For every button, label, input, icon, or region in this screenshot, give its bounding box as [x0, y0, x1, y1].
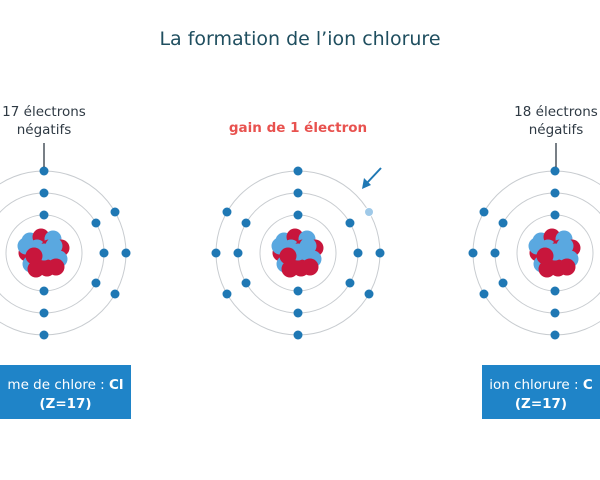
- middle-atom-electron-2-3: [233, 248, 243, 258]
- left-atom-electron-1-1: [39, 286, 49, 296]
- middle-atom-nucleon-17: [299, 237, 317, 255]
- middle-atom-electron-2-0: [293, 188, 303, 198]
- middle-atom-electron-3-5: [222, 207, 232, 217]
- left-electron-count-line1: 17 électrons: [2, 104, 86, 120]
- middle-atom-electron-3-0: [293, 166, 303, 176]
- right-atom-electron-3-3: [468, 248, 478, 258]
- right-atom-electron-2-0: [550, 188, 560, 198]
- right-atom-nucleon-16: [536, 247, 554, 265]
- left-atom-electron-2-0: [39, 188, 49, 198]
- middle-atom-electron-3-7: [222, 289, 232, 299]
- right-atom-nucleon-12: [538, 260, 556, 278]
- right-atom-electron-3-0: [550, 166, 560, 176]
- middle-atom-added-electron: [364, 207, 375, 217]
- right-caption-symbol: C: [582, 377, 593, 393]
- left-caption-symbol: Cl: [109, 377, 124, 393]
- left-atom-electron-3-4: [110, 207, 120, 217]
- right-atom-electron-2-1: [550, 308, 560, 318]
- right-caption-line1: ion chlorure : C: [482, 376, 600, 395]
- right-atom-electron-2-7: [498, 278, 508, 288]
- right-caption-z: (Z=17): [514, 396, 568, 412]
- middle-atom-nucleon-13: [301, 258, 319, 276]
- left-atom-electron-3-1: [39, 330, 49, 340]
- left-caption-line2: (Z=17): [0, 395, 131, 414]
- left-caption-line1: me de chlore : Cl: [0, 376, 131, 395]
- left-atom-electron-1-0: [39, 210, 49, 220]
- left-electron-count-line2: négatifs: [16, 122, 72, 138]
- right-atom-electron-3-5: [479, 207, 489, 217]
- middle-atom-nucleon-12: [281, 260, 299, 278]
- middle-atom-electron-2-4: [345, 218, 355, 228]
- middle-atom-electron-1-0: [293, 210, 303, 220]
- gain-arrow-head: [362, 178, 371, 189]
- right-atom-electron-2-5: [498, 218, 508, 228]
- gain-label: gain de 1 électron: [228, 120, 368, 136]
- middle-atom-electron-2-7: [241, 278, 251, 288]
- middle-atom-electron-2-2: [353, 248, 363, 258]
- left-atom-nucleon-17: [45, 237, 63, 255]
- right-atom-electron-3-7: [479, 289, 489, 299]
- left-atom-electron-2-2: [99, 248, 109, 258]
- left-atom-electron-3-0: [39, 166, 49, 176]
- left-atom-electron-3-2: [121, 248, 131, 258]
- middle-atom-electron-3-1: [293, 330, 303, 340]
- right-electron-count-line2: négatifs: [528, 122, 584, 138]
- right-electron-count-label: 18 électrons négatifs: [486, 103, 600, 139]
- left-atom-electron-2-4: [91, 218, 101, 228]
- left-atom-nucleon-16: [25, 247, 43, 265]
- middle-atom-electron-2-5: [241, 218, 251, 228]
- left-atom-electron-2-1: [39, 308, 49, 318]
- gain-arrow-shaft: [365, 167, 382, 185]
- left-atom-nucleon-13: [47, 258, 65, 276]
- right-caption-box: ion chlorure : C (Z=17): [482, 365, 600, 419]
- right-electron-count-line1: 18 électrons: [514, 104, 598, 120]
- right-atom-nucleon-13: [558, 258, 576, 276]
- right-caption-line2: (Z=17): [482, 395, 600, 414]
- left-electron-count-label: 17 électrons négatifs: [0, 103, 114, 139]
- left-atom-nucleon-12: [27, 260, 45, 278]
- right-atom-electron-1-1: [550, 286, 560, 296]
- middle-atom-electron-2-1: [293, 308, 303, 318]
- right-caption-text: ion chlorure :: [489, 377, 583, 393]
- left-atom-electron-2-6: [91, 278, 101, 288]
- left-caption-z: (Z=17): [39, 396, 92, 412]
- right-atom-electron-3-1: [550, 330, 560, 340]
- middle-atom-nucleon-16: [279, 247, 297, 265]
- right-atom-electron-2-3: [490, 248, 500, 258]
- middle-atom-electron-1-1: [293, 286, 303, 296]
- middle-atom-electron-3-2: [375, 248, 385, 258]
- right-atom-nucleon-17: [556, 237, 574, 255]
- page-title: La formation de l’ion chlorure: [159, 28, 441, 50]
- middle-atom-electron-3-6: [364, 289, 374, 299]
- middle-atom-electron-2-6: [345, 278, 355, 288]
- right-atom-electron-1-0: [550, 210, 560, 220]
- middle-atom-electron-3-3: [211, 248, 221, 258]
- left-atom-electron-3-6: [110, 289, 120, 299]
- left-caption-box: me de chlore : Cl (Z=17): [0, 365, 131, 419]
- left-caption-text: me de chlore :: [7, 377, 110, 393]
